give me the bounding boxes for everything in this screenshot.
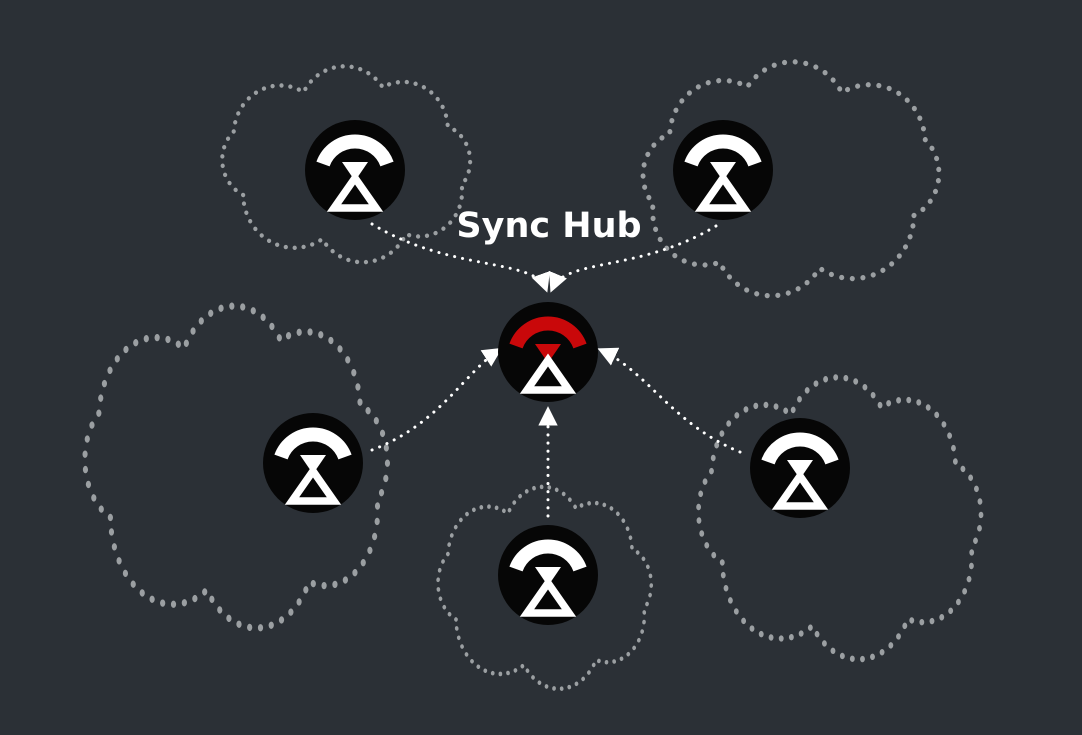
satellite-node-bottom [498, 525, 598, 625]
diagram-title: Sync Hub [456, 206, 641, 246]
sync-hub-icon [498, 302, 598, 402]
satellite-node-top-right [673, 120, 773, 220]
sync-arrow-top-left [370, 222, 550, 293]
satellite-node-mid-left [263, 413, 363, 513]
sync-hub-node [498, 302, 598, 402]
sync-arrow-top-right [549, 224, 718, 293]
satellite-node-mid-right [750, 418, 850, 518]
sync-arrow-group [370, 222, 742, 518]
cloud-outline-mid-right [698, 377, 981, 659]
sync-arrow-mid-right [597, 347, 742, 454]
sync-arrow-mid-left [370, 347, 503, 452]
satellite-node-top-left [305, 120, 405, 220]
